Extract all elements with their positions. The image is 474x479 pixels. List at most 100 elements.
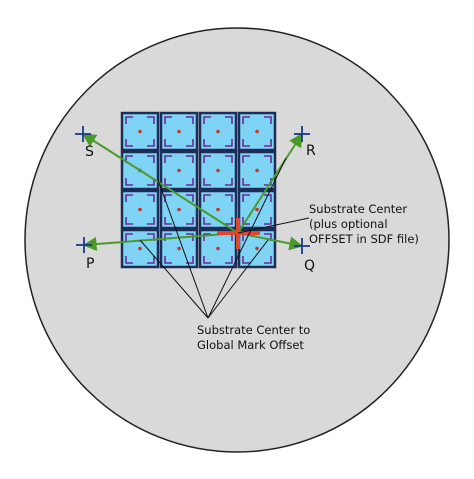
- substrate-center-note: Substrate Center (plus optional OFFSET i…: [309, 202, 419, 246]
- mark-label-s: S: [85, 144, 94, 160]
- die-corner-mark: [203, 233, 211, 241]
- die-corner-mark: [264, 256, 272, 264]
- die-center-dot: [177, 129, 181, 134]
- die-corner-mark: [125, 233, 133, 241]
- die-corner-mark: [225, 217, 233, 225]
- die-corner-mark: [164, 116, 172, 124]
- die: [120, 111, 160, 152]
- die-corner-mark: [125, 217, 133, 225]
- die-corner-mark: [147, 139, 155, 147]
- die-corner-mark: [147, 116, 155, 124]
- global-mark-s-icon: [75, 126, 91, 142]
- mark-label-p: P: [86, 256, 94, 272]
- die-center-dot: [177, 246, 181, 251]
- die-corner-mark: [164, 155, 172, 163]
- die: [237, 150, 277, 191]
- die-corner-mark: [203, 178, 211, 186]
- die-corner-mark: [164, 178, 172, 186]
- die-corner-mark: [125, 178, 133, 186]
- die-corner-mark: [225, 256, 233, 264]
- offset-arrows: [81, 132, 304, 251]
- leader-offset-to-q: [207, 239, 269, 319]
- die-corner-mark: [186, 233, 194, 241]
- annotation-leaders: [139, 157, 310, 319]
- die-center-dot: [177, 168, 181, 173]
- die-center-dot: [138, 207, 142, 212]
- offset-note-line-2: Global Mark Offset: [197, 338, 304, 352]
- die-corner-mark: [242, 116, 250, 124]
- die-corner-mark: [203, 194, 211, 202]
- die-corner-mark: [242, 139, 250, 147]
- die-center-dot: [216, 246, 220, 251]
- offset-note-line-1: Substrate Center to: [197, 323, 310, 337]
- die-corner-mark: [147, 194, 155, 202]
- die-corner-mark: [186, 116, 194, 124]
- global-mark-crosses: [75, 126, 310, 254]
- die: [159, 150, 199, 191]
- die-center-dot: [255, 129, 259, 134]
- die-center-dot: [255, 246, 259, 251]
- die-corner-mark: [125, 256, 133, 264]
- die-corner-mark: [203, 256, 211, 264]
- arrow-to-p: [82, 232, 239, 251]
- leader-offset-to-p: [139, 239, 209, 319]
- die-corner-mark: [147, 155, 155, 163]
- die-corner-mark: [264, 116, 272, 124]
- die-corner-mark: [225, 194, 233, 202]
- die-corner-mark: [225, 155, 233, 163]
- die-center-dot: [216, 129, 220, 134]
- mark-label-r: R: [306, 143, 316, 159]
- arrow-to-r: [237, 132, 303, 234]
- die-corner-mark: [186, 194, 194, 202]
- die: [159, 228, 199, 269]
- die-corner-mark: [264, 217, 272, 225]
- die-corner-mark: [147, 217, 155, 225]
- global-mark-offset-note: Substrate Center to Global Mark Offset: [197, 323, 310, 352]
- die-center-dot: [138, 246, 142, 251]
- die-center-dot: [216, 168, 220, 173]
- global-mark-p-icon: [76, 237, 92, 253]
- die-corner-mark: [264, 155, 272, 163]
- die-corner-mark: [225, 116, 233, 124]
- center-note-line-1: Substrate Center: [309, 202, 407, 216]
- mark-label-q: Q: [304, 258, 315, 274]
- die: [198, 150, 238, 191]
- die-corner-mark: [242, 194, 250, 202]
- center-note-line-3: OFFSET in SDF file): [309, 232, 419, 246]
- die-grid: [120, 111, 277, 269]
- die-corner-mark: [186, 139, 194, 147]
- die-corner-mark: [203, 139, 211, 147]
- die-corner-mark: [125, 194, 133, 202]
- die-corner-mark: [225, 139, 233, 147]
- die-center-dot: [177, 207, 181, 212]
- die-corner-mark: [264, 139, 272, 147]
- die-corner-mark: [242, 178, 250, 186]
- die-center-dot: [138, 129, 142, 134]
- die-corner-mark: [225, 178, 233, 186]
- die-center-dot: [216, 207, 220, 212]
- center-note-line-2: (plus optional: [309, 217, 388, 231]
- die-corner-mark: [264, 194, 272, 202]
- die-corner-mark: [164, 139, 172, 147]
- die-corner-mark: [164, 217, 172, 225]
- die: [198, 111, 238, 152]
- die-corner-mark: [203, 155, 211, 163]
- die-corner-mark: [164, 256, 172, 264]
- die-corner-mark: [125, 139, 133, 147]
- arrow-to-s: [81, 133, 239, 234]
- die: [120, 189, 160, 230]
- die: [120, 228, 160, 269]
- leader-offset-to-s: [157, 179, 209, 319]
- die-corner-mark: [203, 217, 211, 225]
- die-corner-mark: [186, 155, 194, 163]
- die-center-dot: [255, 168, 259, 173]
- die: [159, 189, 199, 230]
- die-corner-mark: [203, 116, 211, 124]
- die: [198, 189, 238, 230]
- die: [159, 111, 199, 152]
- die-corner-mark: [186, 217, 194, 225]
- global-mark-q-icon: [294, 238, 310, 254]
- die: [237, 111, 277, 152]
- die: [237, 228, 277, 269]
